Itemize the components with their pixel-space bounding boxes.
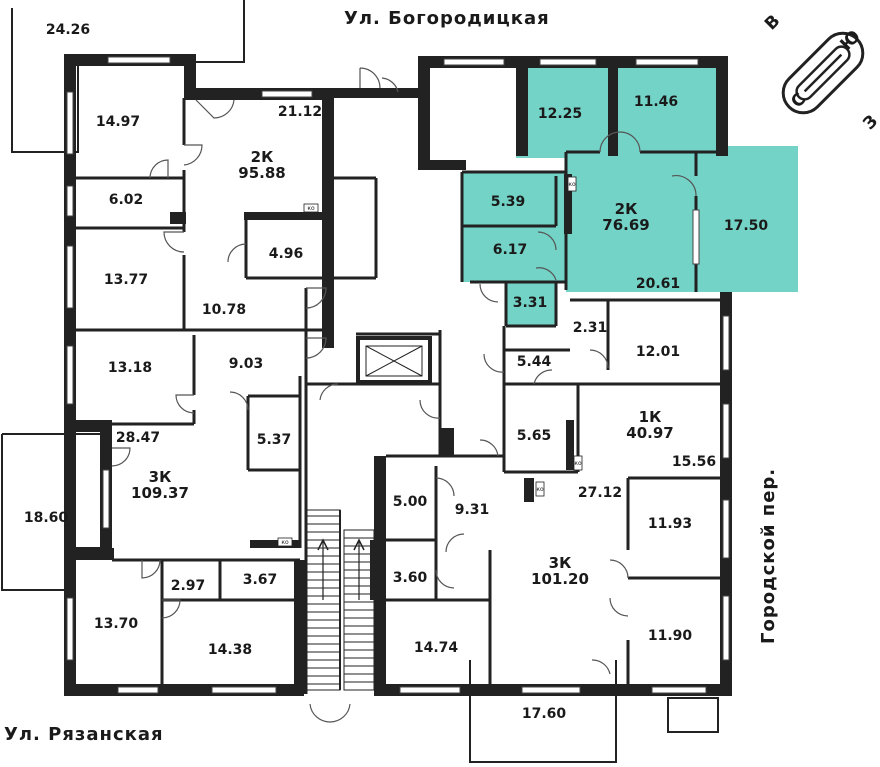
room-area: 5.65 — [517, 428, 552, 444]
room-area: 11.90 — [648, 628, 693, 644]
room-area: 13.70 — [94, 616, 139, 632]
room-area: 17.60 — [522, 706, 567, 722]
room-area: 17.50 — [724, 218, 769, 234]
utility-tags: ко ко ко ко ко — [277, 176, 583, 547]
unit-area: 101.20 — [531, 570, 589, 588]
doors — [111, 67, 697, 723]
room-labels: 24.26 14.97 21.12 6.02 4.96 13.77 10.78 … — [24, 22, 769, 722]
street-top: Ул. Богородицкая — [344, 8, 550, 29]
room-area: 6.02 — [109, 192, 144, 208]
room-area: 9.31 — [455, 502, 490, 518]
room-area: 12.25 — [538, 106, 582, 122]
room-area: 18.60 — [24, 510, 69, 526]
balcony-24-26 — [11, 0, 245, 153]
unit-area: 76.69 — [602, 216, 649, 234]
street-bottom: Ул. Рязанская — [4, 724, 164, 745]
room-area: 14.97 — [96, 114, 140, 130]
utility-tag: ко — [574, 460, 582, 467]
compass-south: Ю — [837, 27, 865, 55]
room-area: 12.01 — [636, 344, 680, 360]
staircase — [305, 509, 375, 691]
compass-west: З — [859, 111, 880, 134]
unit-type: 1К — [639, 408, 662, 426]
room-area: 13.18 — [108, 360, 152, 376]
room-area: 3.31 — [513, 295, 548, 311]
room-area: 11.46 — [634, 94, 678, 110]
room-area: 14.74 — [414, 640, 459, 656]
room-area: 13.77 — [104, 272, 148, 288]
room-area: 11.93 — [648, 516, 692, 532]
room-area: 3.67 — [243, 572, 278, 588]
compass-east: В — [761, 11, 784, 34]
room-area: 3.60 — [393, 570, 428, 586]
utility-tag: ко — [536, 486, 544, 493]
utility-tag: ко — [281, 539, 289, 546]
room-area: 15.56 — [672, 454, 716, 470]
room-area: 2.97 — [171, 578, 206, 594]
room-area: 5.00 — [393, 494, 428, 510]
street-right: Городской пер. — [758, 468, 779, 644]
room-area: 9.03 — [229, 356, 264, 372]
room-area: 20.61 — [636, 276, 680, 292]
unit-area: 109.37 — [131, 484, 189, 502]
unit-area: 40.97 — [626, 424, 673, 442]
balcony-small — [667, 697, 719, 733]
utility-tag: ко — [568, 181, 576, 188]
unit-type: 3К — [549, 554, 572, 572]
room-area: 5.37 — [257, 432, 292, 448]
room-area: 28.47 — [116, 430, 160, 446]
room-area: 4.96 — [269, 246, 304, 262]
utility-tag: ко — [307, 205, 315, 212]
room-area: 2.31 — [573, 320, 608, 336]
balcony-17-60 — [469, 660, 617, 763]
windows — [66, 56, 730, 694]
compass: С Ю В З — [761, 11, 880, 134]
room-area: 27.12 — [578, 485, 622, 501]
unit-type: 3К — [149, 468, 172, 486]
room-area: 14.38 — [208, 642, 252, 658]
unit-area: 95.88 — [238, 164, 285, 182]
unit-type: 2К — [251, 148, 274, 166]
unit-labels: 2К 95.88 2К 76.69 1К 40.97 3К 109.37 3К … — [131, 148, 674, 588]
room-area: 5.44 — [517, 354, 552, 370]
unit-type: 2К — [615, 200, 638, 218]
room-area: 10.78 — [202, 302, 246, 318]
room-area: 6.17 — [493, 242, 528, 258]
room-area: 5.39 — [491, 194, 526, 210]
room-area: 21.12 — [278, 104, 322, 120]
room-area: 24.26 — [46, 22, 90, 38]
elevator — [356, 336, 432, 384]
